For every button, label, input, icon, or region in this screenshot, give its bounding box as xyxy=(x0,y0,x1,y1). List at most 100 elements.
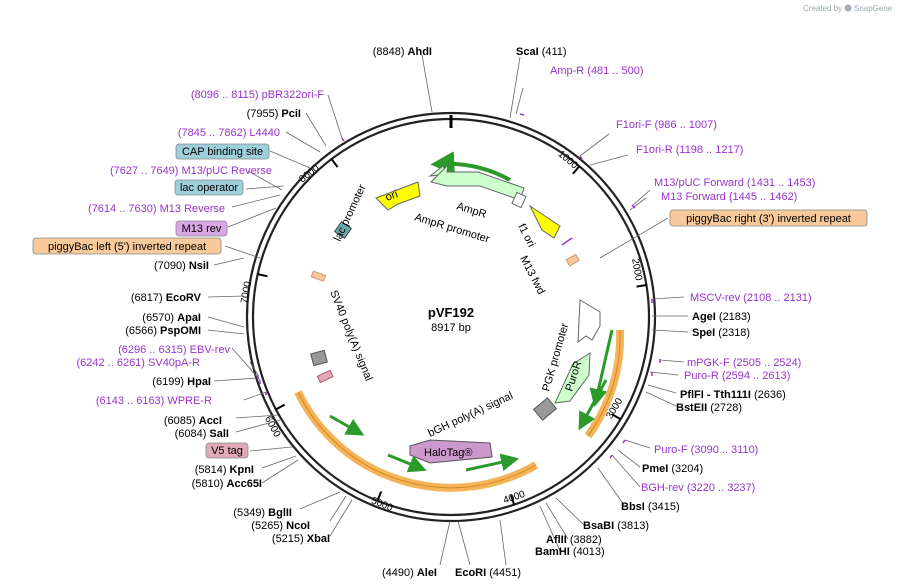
restriction-site-label: PflFI - Tth111I (2636) xyxy=(680,389,786,401)
m13-fwd-mark xyxy=(561,237,573,246)
ampr-label: AmpR xyxy=(455,200,488,220)
tick-mark xyxy=(330,158,339,168)
restriction-site-label: (6084) SalI xyxy=(175,428,229,440)
plasmid-name: pVF192 xyxy=(428,305,474,320)
tick-label: 7000 xyxy=(239,280,254,304)
bgh-polya-label: bGH poly(A) signal xyxy=(426,390,515,440)
primer-label: (7614 .. 7630) M13 Reverse xyxy=(88,203,225,215)
primer-label: (6296 .. 6315) EBV-rev xyxy=(118,344,230,356)
svg-text:lac operator: lac operator xyxy=(180,182,238,194)
restriction-site-label: SpeI (2318) xyxy=(692,327,750,339)
primer-label: F1ori-F (986 .. 1007) xyxy=(616,119,717,131)
halotag-label: HaloTag® xyxy=(424,447,472,459)
primer-labels: Amp-R (481 .. 500)F1ori-F (986 .. 1007)F… xyxy=(76,65,815,494)
tick-mark xyxy=(611,413,622,421)
feature-box: piggyBac left (5') inverted repeat xyxy=(32,237,222,255)
primer-label: (6143 .. 6163) WPRE-R xyxy=(96,395,212,407)
primer-label: (8096 .. 8115) pBR322ori-F xyxy=(191,89,324,101)
restriction-site-label: (5814) KpnI xyxy=(195,464,254,476)
leader-lines xyxy=(207,54,689,566)
restriction-sites: (8848) AhdI ScaI (411) (7955) PciI (7090) N… xyxy=(125,46,786,579)
m13-fwd-label: M13 fwd xyxy=(517,254,547,296)
primer-label: (7627 .. 7649) M13/pUC Reverse xyxy=(110,165,272,177)
credit-brand: SnapGene xyxy=(854,4,893,13)
restriction-site-label: (5265) NcoI xyxy=(251,520,310,532)
f1-ori-feature xyxy=(528,204,561,239)
ampr-promoter-box xyxy=(511,191,527,209)
sv40-polya-feature xyxy=(310,349,328,367)
v5-tag-mark xyxy=(316,369,334,384)
tick-mark xyxy=(257,273,268,278)
restriction-site-label: AgeI (2183) xyxy=(692,311,751,323)
primer-label: Puro-F (3090 .. 3110) xyxy=(654,444,758,456)
restriction-site-label: (5810) Acc65I xyxy=(192,478,262,490)
restriction-site-label: (6570) ApaI xyxy=(142,312,201,324)
feature-box: V5 tag xyxy=(205,442,249,459)
restriction-site-label: (6199) HpaI xyxy=(152,376,211,388)
restriction-site-label: (5215) XbaI xyxy=(272,533,330,545)
snapgene-credit: Created by SnapGene xyxy=(803,4,893,13)
restriction-site-label: BstEII (2728) xyxy=(676,402,742,414)
restriction-site-label: PmeI (3204) xyxy=(642,463,703,475)
primer-label: Puro-R (2594 .. 2613) xyxy=(684,370,790,382)
ori-label: ori xyxy=(384,188,400,203)
restriction-site-label: (6566) PspOMI xyxy=(125,325,201,337)
svg-text:piggyBac right (3') inverted r: piggyBac right (3') inverted repeat xyxy=(686,213,851,225)
restriction-site-label: (7955) PciI xyxy=(247,108,301,120)
backbone-outer xyxy=(245,111,657,523)
primer-label: MSCV-rev (2108 .. 2131) xyxy=(690,292,812,304)
tick-label: 2000 xyxy=(629,258,644,282)
primer-label: (6242 .. 6261) SV40pA-R xyxy=(76,357,200,369)
tick-mark xyxy=(275,403,286,411)
primer-label: mPGK-F (2505 .. 2524) xyxy=(687,357,801,369)
piggybac-right-mark xyxy=(565,253,580,267)
primer-label: (7845 .. 7862) L4440 xyxy=(178,127,280,139)
f1-ori-label: f1 ori xyxy=(515,222,537,249)
restriction-site-label: (6085) AccI xyxy=(164,415,222,427)
restriction-site-label: (7090) NsiI xyxy=(154,260,209,272)
svg-text:M13 rev: M13 rev xyxy=(182,223,222,235)
tick-label: 8000 xyxy=(297,163,322,186)
feature-box: piggyBac right (3') inverted repeat xyxy=(669,209,868,227)
tick-mark xyxy=(572,165,581,175)
tick-mark xyxy=(510,494,516,505)
restriction-site-label: (5349) BglII xyxy=(233,507,292,519)
primer-marks xyxy=(257,113,661,459)
sv40-polya-label: SV40 poly(A) signal xyxy=(327,289,374,383)
tick-label: 6000 xyxy=(262,414,282,439)
primer-label: BGH-rev (3220 .. 3237) xyxy=(641,482,755,494)
tick-mark xyxy=(376,491,383,502)
svg-text:piggyBac left (5') inverted re: piggyBac left (5') inverted repeat xyxy=(48,241,206,253)
feature-box: lac operator xyxy=(174,179,244,196)
restriction-site-label: BamHI (4013) xyxy=(535,546,605,558)
feature-box: M13 rev xyxy=(175,220,228,237)
credit-prefix: Created by xyxy=(803,4,842,13)
snapgene-logo-icon xyxy=(844,4,852,12)
ampr-direction-arrow xyxy=(430,151,511,182)
tick-label: 5000 xyxy=(370,495,395,514)
lac-promoter-label: lac promoter xyxy=(332,182,369,243)
primer-label: M13 Forward (1445 .. 1462) xyxy=(661,191,797,203)
tick-mark xyxy=(636,284,647,288)
pgk-promoter-feature xyxy=(577,299,601,344)
primer-label: M13/pUC Forward (1431 .. 1453) xyxy=(654,177,815,189)
plasmid-length: 8917 bp xyxy=(431,322,471,334)
restriction-site-label: BsaBI (3813) xyxy=(583,520,649,532)
puror-feature xyxy=(554,352,591,404)
restriction-site-label: EcoRI (4451) xyxy=(455,567,521,579)
ori-feature xyxy=(375,181,421,211)
restriction-site-label: ScaI (411) xyxy=(516,46,567,58)
lac-promoter-mark xyxy=(333,220,353,240)
piggybac-left-mark xyxy=(310,270,327,282)
restriction-site-label: (6817) EcoRV xyxy=(131,292,202,304)
bgh-polya-feature xyxy=(532,397,558,421)
restriction-site-label: (8848) AhdI xyxy=(373,46,432,58)
restriction-site-label: BbsI (3415) xyxy=(621,501,680,513)
restriction-site-label: AflII (3882) xyxy=(546,534,602,546)
restriction-site-label: (4490) AleI xyxy=(382,567,437,579)
svg-text:V5 tag: V5 tag xyxy=(211,445,243,457)
primer-label: F1ori-R (1198 .. 1217) xyxy=(636,144,743,156)
